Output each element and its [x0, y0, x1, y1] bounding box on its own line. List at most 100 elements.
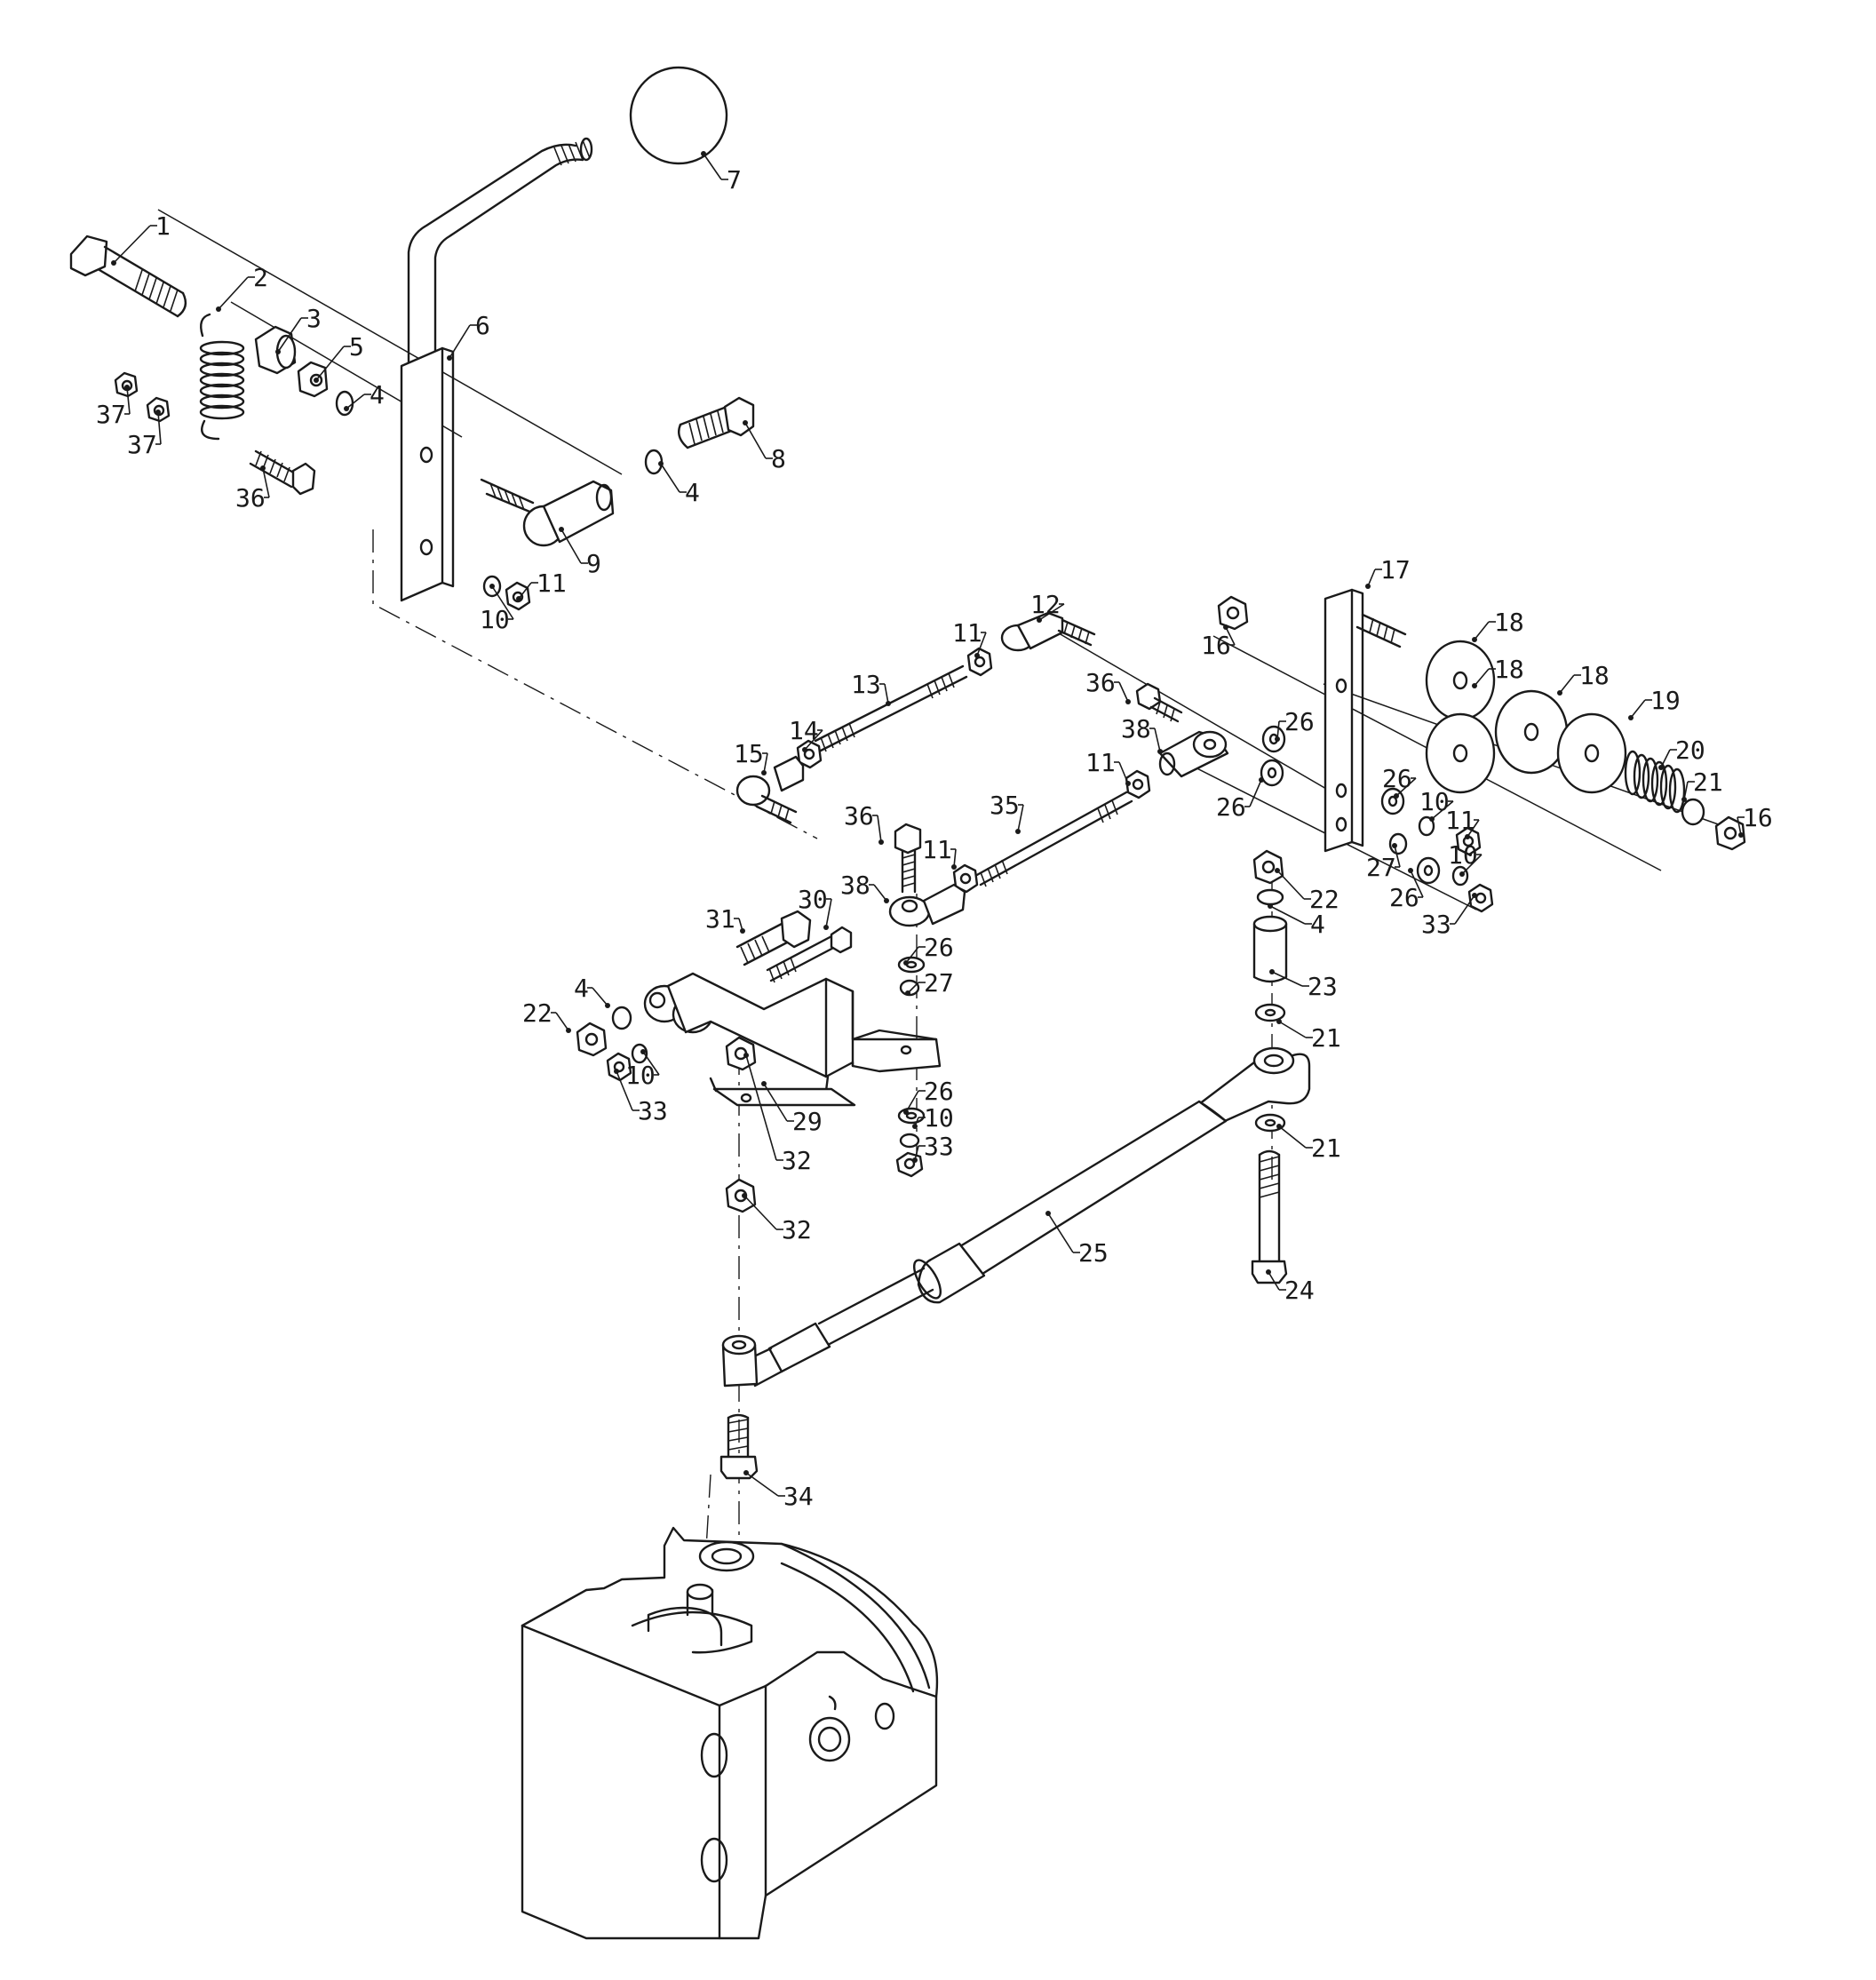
callout-23: 23 [1269, 969, 1338, 1001]
callout-leader-line [1276, 870, 1305, 900]
callout-anchor-dot [1269, 969, 1275, 974]
callout-leader-line [745, 1472, 779, 1497]
callout-number: 7 [727, 165, 742, 195]
callout-anchor-dot [1628, 715, 1634, 720]
callout-number: 34 [783, 1482, 814, 1511]
part-22-4-23-21-right-stack [1252, 849, 1288, 1133]
callout-leader-line [1474, 668, 1490, 687]
callout-number: 4 [370, 380, 385, 410]
transmission-housing [521, 1526, 939, 1940]
callout-number: 4 [1310, 910, 1325, 939]
callout-anchor-dot [903, 1109, 909, 1115]
callout-31: 31 [705, 904, 745, 934]
callout-19: 19 [1628, 686, 1681, 720]
callout-number: 10 [480, 605, 510, 634]
part-30-31-bolts [735, 910, 853, 983]
callout-11: 11 [516, 569, 567, 601]
callout-anchor-dot [260, 465, 266, 471]
part-11-nut-upper [966, 647, 993, 677]
callout-anchor-dot [974, 653, 980, 658]
callout-leader-line [763, 752, 768, 774]
callout-leader-line [804, 729, 823, 751]
callout-33: 33 [1421, 893, 1477, 939]
callout-11: 11 [1445, 806, 1480, 839]
callout-number: 33 [638, 1096, 668, 1125]
callout-anchor-dot [1365, 584, 1371, 589]
callout-37: 37 [127, 410, 162, 459]
callout-number: 11 [537, 569, 567, 598]
callout-anchor-dot [740, 928, 745, 934]
callout-anchor-dot [559, 527, 564, 532]
callout-number: 3 [306, 304, 322, 333]
callout-number: 13 [851, 670, 881, 699]
callout-26: 26 [1389, 868, 1424, 912]
callout-number: 25 [1078, 1238, 1109, 1268]
callout-number: 26 [1216, 792, 1246, 822]
callout-anchor-dot [111, 260, 116, 266]
part-16-nuts [1217, 595, 1746, 851]
callout-leader-line [1559, 674, 1575, 694]
callout-17: 17 [1365, 555, 1411, 589]
callout-16: 16 [1201, 624, 1236, 660]
callout-anchor-dot [1157, 749, 1163, 754]
callout-25: 25 [1045, 1211, 1109, 1268]
callout-leader-line [1118, 761, 1129, 784]
part-29-shift-bracket [643, 972, 942, 1107]
callout-14: 14 [789, 716, 823, 752]
callout-anchor-dot [1125, 781, 1131, 786]
callout-37: 37 [96, 385, 131, 429]
callout-number: 15 [734, 739, 764, 768]
callout-number: 26 [1389, 883, 1419, 912]
callout-number: 11 [1445, 806, 1475, 835]
callout-leader-line [1278, 1021, 1307, 1038]
callout-anchor-dot [761, 770, 767, 775]
callout-33: 33 [614, 1069, 668, 1125]
callout-number: 6 [475, 311, 490, 340]
callout-30: 30 [798, 885, 832, 930]
callout-anchor-dot [1429, 816, 1435, 822]
callout-leader-line [1154, 728, 1161, 752]
callout-anchor-dot [605, 1003, 610, 1008]
callout-number: 23 [1308, 972, 1338, 1001]
callout-number: 33 [924, 1132, 954, 1161]
callout-leader-line [1367, 569, 1376, 587]
callout-number: 38 [840, 871, 870, 900]
callout-29: 29 [761, 1081, 823, 1136]
callout-number: 24 [1284, 1276, 1315, 1305]
center-lines [157, 209, 1724, 1652]
callout-leader-line [1630, 699, 1646, 719]
callout-anchor-dot [884, 898, 889, 903]
callout-number: 11 [922, 835, 952, 864]
callout-leader-line [877, 815, 882, 843]
part-36-bolt-right [1135, 682, 1183, 723]
callout-12: 12 [1030, 590, 1065, 623]
callout-anchor-dot [701, 151, 706, 156]
callout-leader-line [491, 585, 514, 620]
callout-anchor-dot [1658, 765, 1664, 770]
callout-leader-line [976, 632, 987, 656]
callout-anchor-dot [344, 406, 349, 411]
callout-leader-line [1683, 781, 1689, 800]
callout-3: 3 [275, 304, 322, 354]
callout-leader-line [126, 386, 131, 415]
callout-4: 4 [658, 461, 700, 507]
callout-number: 11 [1085, 748, 1116, 777]
callout-21: 21 [1681, 767, 1723, 802]
callout-anchor-dot [1276, 1124, 1282, 1129]
part-3-coupling-nut [254, 325, 297, 375]
callout-number: 10 [625, 1061, 656, 1090]
part-4-ring [335, 390, 354, 417]
callout-number: 29 [792, 1107, 823, 1136]
callout-leader-line [449, 324, 471, 359]
callout-anchor-dot [447, 355, 452, 361]
callout-anchor-dot [886, 701, 891, 706]
callout-11: 11 [1085, 748, 1131, 786]
callout-1: 1 [111, 211, 171, 266]
callout-number: 27 [1366, 853, 1396, 882]
callout-anchor-dot [743, 1053, 749, 1058]
callout-anchor-dot [314, 378, 319, 383]
callout-anchor-dot [761, 1081, 767, 1086]
callout-number: 37 [96, 400, 126, 429]
callout-anchor-dot [742, 1193, 747, 1198]
callout-number: 8 [771, 444, 786, 473]
